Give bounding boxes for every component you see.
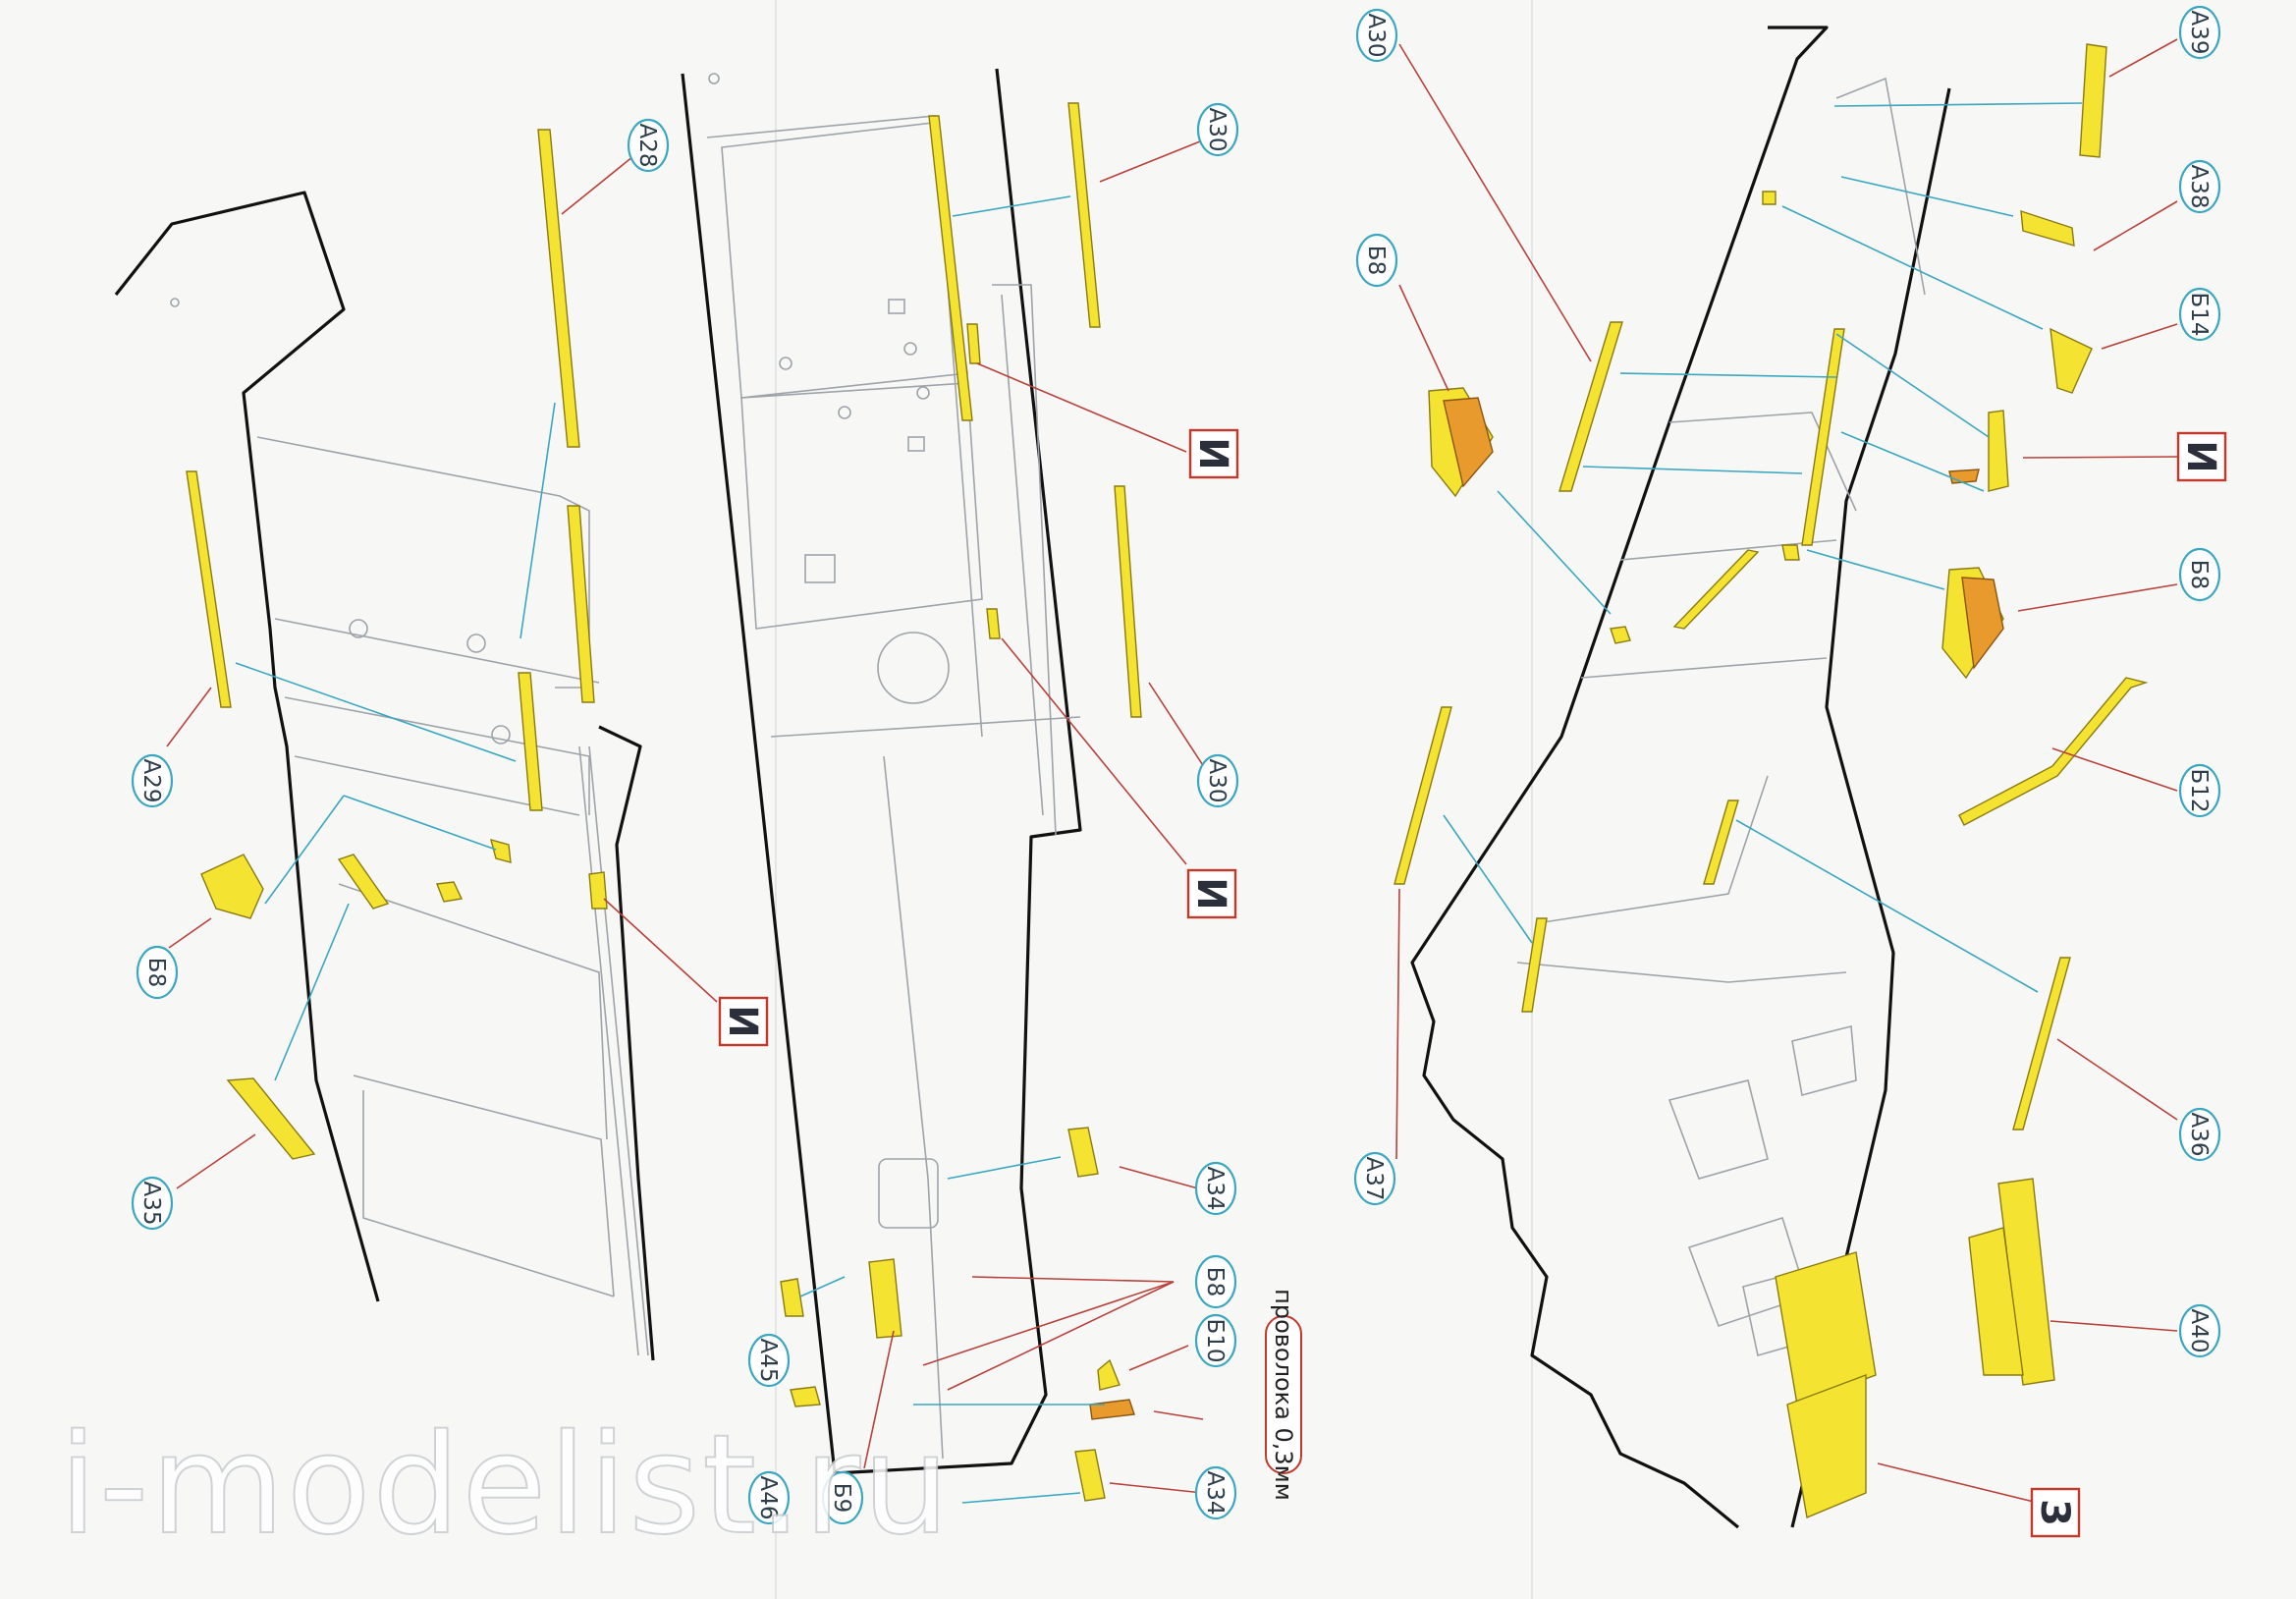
callout: A34 [1194, 1161, 1237, 1216]
callout-text: A34 [1202, 1166, 1228, 1210]
callout-ring [2178, 547, 2221, 602]
hull-outline-right [1410, 26, 1951, 1529]
callout-text: A30 [1204, 758, 1230, 802]
watermark: i-modelist.ru [59, 1406, 952, 1566]
callout: A30 [1196, 753, 1239, 808]
callout: Б8 [136, 945, 179, 1000]
callout: A45 [747, 1333, 791, 1388]
callout: A34 [1194, 1465, 1237, 1520]
callout: Б12 [2178, 763, 2221, 818]
callout-text: A39 [2186, 10, 2212, 54]
callout-ring [2178, 1303, 2221, 1358]
wire-note-text: проволока 0,3мм [1270, 1289, 1297, 1501]
callout-text: A45 [755, 1338, 781, 1382]
callout-text: Б9 [829, 1483, 854, 1513]
callout-ring [747, 1470, 791, 1525]
callout-ring [1353, 1151, 1396, 1206]
callout-ring [131, 1176, 174, 1231]
callout-ring [627, 118, 670, 173]
callout: Б8 [1194, 1254, 1237, 1309]
callout-text: A29 [138, 758, 164, 802]
callout: A36 [2178, 1107, 2221, 1162]
callout-ring [2178, 159, 2221, 214]
callout: A40 [2178, 1303, 2221, 1358]
callout: A35 [131, 1176, 174, 1231]
callout-text: A35 [138, 1181, 164, 1225]
callout-ring [821, 1470, 864, 1525]
callout-text: Б8 [143, 958, 169, 987]
callout: Б8 [1355, 233, 1398, 288]
callout-text: Б8 [1363, 246, 1389, 275]
photo-etch-parts-left [186, 129, 608, 1160]
callout: A37 [1353, 1151, 1396, 1206]
wire-note: проволока 0,3мм [1265, 1289, 1302, 1501]
callout-text: A40 [2186, 1308, 2212, 1352]
callout-text: A34 [1202, 1470, 1228, 1515]
callout-text: A30 [1204, 107, 1230, 151]
box-mark: 3 [2030, 1487, 2081, 1538]
callout-text: A36 [2186, 1112, 2212, 1156]
box-mark: И [2176, 431, 2227, 482]
callout-ring [2178, 763, 2221, 818]
leader-lines-middle [799, 137, 1211, 1504]
photo-etch-parts-right [1394, 43, 2149, 1518]
callout-ring [1196, 753, 1239, 808]
callout-ring [2178, 5, 2221, 60]
box-text: И [1188, 877, 1233, 910]
box-frame [718, 996, 769, 1047]
callout: A39 [2178, 5, 2221, 60]
wire-note-frame [1265, 1315, 1302, 1474]
callout-text: Б8 [1202, 1267, 1228, 1296]
callout: Б14 [2178, 287, 2221, 342]
leader-lines-left [166, 151, 718, 1189]
callout-ring [1194, 1313, 1237, 1368]
box-text: И [1190, 437, 1235, 469]
callout-text: Б12 [2186, 768, 2212, 812]
callout-ring [136, 945, 179, 1000]
callout-text: Б8 [2186, 560, 2212, 589]
callout-ring [1355, 8, 1398, 63]
box-frame [2030, 1487, 2081, 1538]
photo-etch-parts-middle [780, 102, 1142, 1502]
callout-text: A46 [755, 1475, 781, 1519]
boxed-marks: И И И И 3 [718, 428, 2227, 1538]
callout-ring [1194, 1254, 1237, 1309]
box-mark: И [1188, 428, 1239, 479]
callout-text: A30 [1363, 13, 1389, 57]
callout-ring [2178, 287, 2221, 342]
hull-outline-left [114, 191, 655, 1361]
box-text: 3 [2032, 1499, 2077, 1526]
box-mark: И [718, 996, 769, 1047]
callout: A38 [2178, 159, 2221, 214]
callout: A30 [1355, 8, 1398, 63]
callout-text: A28 [634, 123, 660, 167]
callout-ring [747, 1333, 791, 1388]
callout-text: Б10 [1202, 1318, 1228, 1362]
box-frame [2176, 431, 2227, 482]
box-text: И [720, 1005, 765, 1037]
callout: A46 [747, 1470, 791, 1525]
box-mark: И [1186, 868, 1237, 919]
callout-ring [2178, 1107, 2221, 1162]
callout-ring [1355, 233, 1398, 288]
callout-ring [131, 753, 174, 808]
leader-lines-right [1395, 38, 2178, 1504]
box-text: И [2178, 440, 2223, 472]
callout-ring [1194, 1465, 1237, 1520]
callout: Б10 [1194, 1313, 1237, 1368]
callout-ring [1194, 1161, 1237, 1216]
callout: A29 [131, 753, 174, 808]
callout-ring [1196, 102, 1239, 157]
callout: Б8 [2178, 547, 2221, 602]
box-frame [1188, 428, 1239, 479]
callout: Б9 [821, 1470, 864, 1525]
callout-text: Б14 [2186, 292, 2212, 336]
box-frame [1186, 868, 1237, 919]
callout: A30 [1196, 102, 1239, 157]
callout-text: A37 [1361, 1156, 1387, 1200]
callout: A28 [627, 118, 670, 173]
callout-text: A38 [2186, 164, 2212, 208]
